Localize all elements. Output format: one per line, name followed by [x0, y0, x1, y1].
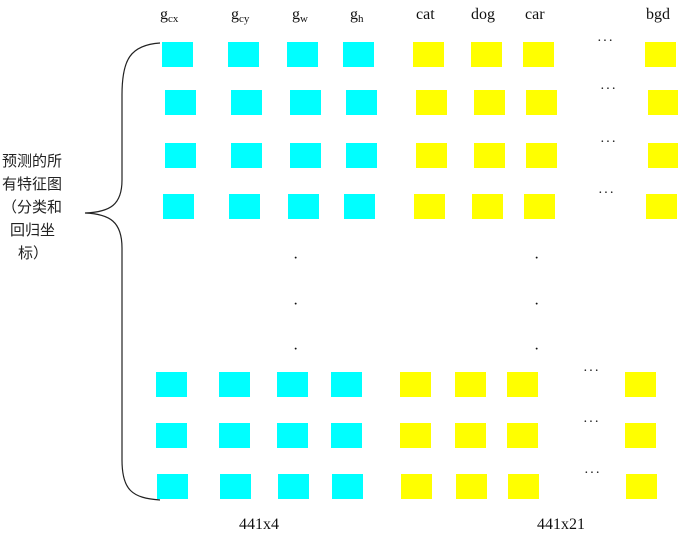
cell-cat	[416, 143, 447, 168]
cell-dog	[471, 42, 502, 67]
vertical-ellipsis-dot: ·	[293, 296, 299, 313]
cell-gcy	[219, 423, 250, 448]
side-label-line: 回归坐	[10, 221, 56, 239]
cell-car	[523, 42, 554, 67]
vertical-ellipsis-dot: ·	[534, 250, 540, 267]
cell-gcx	[156, 423, 187, 448]
ellipsis: ···	[597, 34, 614, 49]
vertical-ellipsis-dot: ·	[293, 341, 299, 358]
cell-cat	[416, 90, 447, 115]
cell-gcy	[220, 474, 251, 499]
ellipsis: ···	[600, 82, 617, 97]
cell-gcx	[163, 194, 194, 219]
cell-car	[507, 423, 538, 448]
vertical-ellipsis-dot: ·	[534, 296, 540, 313]
side-label-line: 预测的所	[2, 152, 63, 170]
cell-gcy	[231, 90, 262, 115]
cell-dog	[455, 423, 486, 448]
cell-cat	[401, 474, 432, 499]
cell-gcx	[165, 90, 196, 115]
cell-dog	[474, 90, 505, 115]
cell-gw	[278, 474, 309, 499]
cell-car	[524, 194, 555, 219]
ellipsis: ···	[583, 415, 600, 430]
cell-cat	[413, 42, 444, 67]
cell-bgd	[626, 474, 657, 499]
cell-gcy	[228, 42, 259, 67]
vertical-ellipsis-dot: ·	[293, 250, 299, 267]
cell-bgd	[648, 90, 678, 115]
header-gh: gh	[350, 6, 364, 25]
cell-gw	[290, 90, 321, 115]
ellipsis: ···	[583, 364, 600, 379]
cell-gcx	[165, 143, 196, 168]
cell-gcx	[162, 42, 193, 67]
cell-cat	[400, 423, 431, 448]
cell-gw	[277, 423, 308, 448]
dim-classification: 441x21	[537, 516, 585, 533]
cell-gh	[343, 42, 374, 67]
cell-gcy	[219, 372, 250, 397]
header-cat: cat	[416, 6, 435, 23]
side-label-line: （分类和	[2, 198, 63, 216]
cell-bgd	[645, 42, 676, 67]
cell-gh	[344, 194, 375, 219]
vertical-ellipsis-dot: ·	[534, 341, 540, 358]
cell-dog	[456, 474, 487, 499]
cell-gw	[277, 372, 308, 397]
header-gcx: gcx	[160, 6, 179, 25]
cell-gcy	[229, 194, 260, 219]
cell-cat	[414, 194, 445, 219]
cell-car	[508, 474, 539, 499]
cell-gh	[332, 474, 363, 499]
cell-gh	[331, 372, 362, 397]
cell-gw	[288, 194, 319, 219]
header-car: car	[525, 6, 545, 23]
cell-dog	[455, 372, 486, 397]
dim-regression: 441x4	[239, 516, 279, 533]
header-gcy: gcy	[231, 6, 250, 25]
cell-dog	[472, 194, 503, 219]
side-label-line: 标）	[18, 244, 49, 262]
side-label-line: 有特征图	[2, 175, 63, 193]
header-dog: dog	[471, 6, 495, 23]
cell-gw	[287, 42, 318, 67]
cell-gh	[346, 143, 377, 168]
cell-gcx	[157, 474, 188, 499]
cell-car	[507, 372, 538, 397]
cell-dog	[474, 143, 505, 168]
header-bgd: bgd	[646, 6, 670, 23]
cell-bgd	[646, 194, 677, 219]
cell-car	[526, 90, 557, 115]
cell-gcx	[156, 372, 187, 397]
ellipsis: ···	[584, 466, 601, 481]
cell-gh	[346, 90, 377, 115]
cell-bgd	[625, 372, 656, 397]
cell-gcy	[231, 143, 262, 168]
cell-cat	[400, 372, 431, 397]
header-gw: gw	[292, 6, 308, 25]
cell-gh	[331, 423, 362, 448]
cell-gw	[290, 143, 321, 168]
cell-bgd	[648, 143, 678, 168]
cell-car	[526, 143, 557, 168]
ellipsis: ···	[598, 186, 615, 201]
cell-bgd	[625, 423, 656, 448]
ellipsis: ···	[600, 135, 617, 150]
side-label: 预测的所 有特征图 （分类和 回归坐 标）	[2, 150, 84, 265]
